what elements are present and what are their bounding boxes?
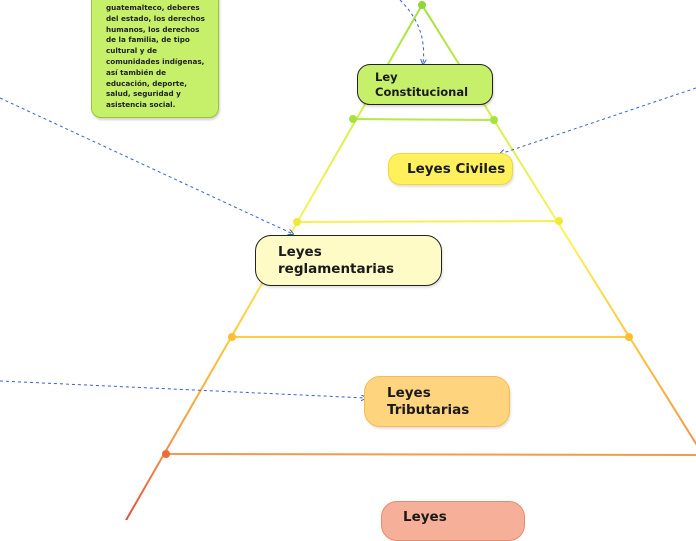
node-leyes-reglamentarias[interactable]: Leyes reglamentarias	[255, 235, 442, 286]
vertex-dot	[490, 116, 498, 124]
tier-line-2	[296, 220, 560, 223]
connector-left-to-tributarias	[0, 380, 366, 398]
vertex-dot	[418, 1, 426, 9]
vertex-dot	[228, 333, 236, 341]
node-leyes-civiles[interactable]: Leyes Civiles	[388, 153, 513, 185]
connector-right-to-civiles	[500, 87, 696, 154]
node-leyes-tributarias[interactable]: Leyes Tributarias	[364, 376, 510, 427]
node-label: Leyes Civiles	[407, 160, 506, 177]
node-label: Ley Constitucional	[375, 70, 469, 99]
connector-note-to-constitucional	[399, 0, 424, 64]
tier-line-4	[165, 453, 696, 456]
node-label: Leyes reglamentarias	[278, 243, 395, 277]
node-ley-constitucional[interactable]: Ley Constitucional	[357, 64, 493, 105]
vertex-dot	[293, 218, 301, 226]
vertex-dot	[555, 217, 563, 225]
vertex-dot	[349, 115, 357, 123]
connector-left-to-reglamentarias	[0, 97, 293, 234]
tier-line-1	[352, 118, 495, 121]
node-label: Leyes Tributarias	[387, 384, 470, 418]
vertex-dot	[162, 450, 170, 458]
node-label: Leyes	[403, 509, 447, 525]
vertex-dot	[625, 333, 633, 341]
node-leyes-bottom[interactable]: Leyes	[381, 501, 525, 541]
description-note[interactable]: guatemalteco, deberes del estado, los de…	[91, 0, 219, 118]
